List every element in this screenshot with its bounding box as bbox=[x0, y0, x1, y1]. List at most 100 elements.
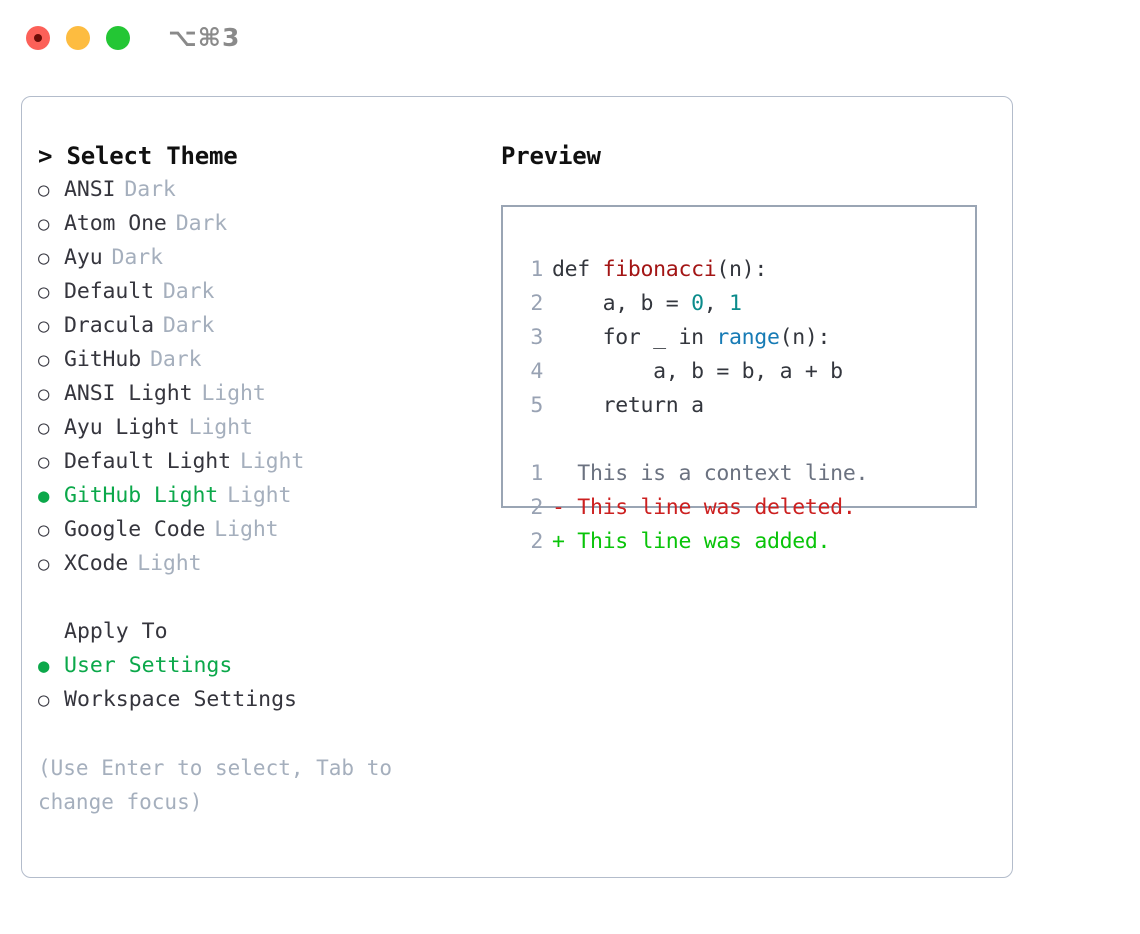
radio-selected-icon: ● bbox=[38, 655, 50, 677]
theme-item-kind: Dark bbox=[124, 177, 176, 202]
line-number: 1 bbox=[530, 257, 543, 282]
code-token-fn: fibonacci bbox=[602, 257, 717, 282]
radio-unselected-icon: ○ bbox=[38, 417, 50, 439]
diff-sample: 1 This is a context line.2- This line wa… bbox=[517, 457, 975, 559]
apply-to-label: Apply To bbox=[64, 619, 168, 644]
radio-unselected-icon: ○ bbox=[38, 349, 50, 371]
radio-unselected-icon: ○ bbox=[38, 519, 50, 541]
theme-item-kind: Light bbox=[137, 551, 202, 576]
theme-item-label: Dracula bbox=[64, 313, 154, 338]
diff-line-del: 2- This line was deleted. bbox=[517, 491, 975, 525]
theme-item-kind: Light bbox=[201, 381, 266, 406]
theme-item-kind: Light bbox=[214, 517, 279, 542]
code-token-num: 1 bbox=[729, 291, 742, 316]
theme-item-label: XCode bbox=[64, 551, 129, 576]
apply-to-option-label: Workspace Settings bbox=[64, 687, 297, 712]
diff-text: This is a context line. bbox=[577, 461, 869, 486]
theme-item-label: Google Code bbox=[64, 517, 206, 542]
theme-item-label: Ayu bbox=[64, 245, 103, 270]
line-number: 2 bbox=[530, 495, 543, 520]
theme-item-xcode[interactable]: ○ XCode Light bbox=[38, 547, 488, 581]
radio-unselected-icon: ○ bbox=[38, 689, 50, 711]
theme-item-kind: Dark bbox=[150, 347, 202, 372]
code-line: 2 a, b = 0, 1 bbox=[517, 287, 975, 321]
code-token-plain: for _ in bbox=[552, 325, 717, 350]
diff-marker bbox=[552, 457, 577, 491]
radio-unselected-icon: ○ bbox=[38, 281, 50, 303]
minimize-button[interactable] bbox=[66, 26, 90, 50]
theme-item-kind: Light bbox=[227, 483, 292, 508]
code-line: 1 def fibonacci(n): bbox=[517, 253, 975, 287]
radio-unselected-icon: ○ bbox=[38, 451, 50, 473]
theme-item-kind: Dark bbox=[111, 245, 163, 270]
line-number: 1 bbox=[530, 461, 543, 486]
code-line: 4 a, b = b, a + b bbox=[517, 355, 975, 389]
apply-to-option-user-settings[interactable]: ● User Settings bbox=[38, 649, 488, 683]
theme-item-google-code[interactable]: ○ Google Code Light bbox=[38, 513, 488, 547]
theme-item-github-light[interactable]: ● GitHub Light Light bbox=[38, 479, 488, 513]
code-token-plain: , bbox=[703, 291, 730, 316]
theme-item-github[interactable]: ○ GitHub Dark bbox=[38, 343, 488, 377]
theme-item-label: Ayu Light bbox=[64, 415, 180, 440]
theme-item-default[interactable]: ○ Default Dark bbox=[38, 275, 488, 309]
code-token-plain: (n): bbox=[716, 257, 767, 282]
line-number: 2 bbox=[530, 291, 543, 316]
select-theme-header: > Select Theme bbox=[38, 142, 238, 170]
line-number: 3 bbox=[530, 325, 543, 350]
theme-item-dracula[interactable]: ○ Dracula Dark bbox=[38, 309, 488, 343]
radio-selected-icon: ● bbox=[38, 485, 50, 507]
theme-item-kind: Dark bbox=[162, 313, 215, 338]
traffic-light-group bbox=[26, 26, 130, 50]
apply-to-option-workspace-settings[interactable]: ○ Workspace Settings bbox=[38, 683, 488, 717]
maximize-button[interactable] bbox=[106, 26, 130, 50]
theme-item-kind: Light bbox=[239, 449, 305, 474]
apply-to-section: Apply To ● User Settings ○ Workspace Settin… bbox=[38, 615, 488, 717]
window-title: ⌥⌘3 bbox=[168, 23, 241, 52]
apply-to-option-label: User Settings bbox=[64, 653, 233, 678]
theme-item-default-light[interactable]: ○ Default Light Light bbox=[38, 445, 488, 479]
theme-item-ansi-light[interactable]: ○ ANSI Light Light bbox=[38, 377, 488, 411]
code-token-plain: return a bbox=[552, 393, 704, 418]
code-line: 3 for _ in range(n): bbox=[517, 321, 975, 355]
theme-item-ayu[interactable]: ○ Ayu Dark bbox=[38, 241, 488, 275]
diff-text: This line was added. bbox=[577, 529, 831, 554]
theme-item-label: Default bbox=[64, 279, 154, 304]
radio-unselected-icon: ○ bbox=[38, 247, 50, 269]
theme-item-label: ANSI Light bbox=[64, 381, 193, 406]
line-number: 2 bbox=[530, 529, 543, 554]
diff-line-ctx: 1 This is a context line. bbox=[517, 457, 975, 491]
radio-unselected-icon: ○ bbox=[38, 213, 50, 235]
theme-item-label: GitHub bbox=[64, 347, 142, 372]
diff-line-add: 2 + This line was added. bbox=[517, 525, 975, 559]
diff-text: This line was deleted. bbox=[577, 495, 856, 520]
theme-item-kind: Dark bbox=[175, 211, 228, 236]
radio-unselected-icon: ○ bbox=[38, 383, 50, 405]
apply-to-options[interactable]: ● User Settings ○ Workspace Settings bbox=[38, 649, 488, 717]
code-token-plain: (n): bbox=[779, 325, 831, 350]
theme-item-label: GitHub Light bbox=[64, 483, 219, 508]
theme-item-kind: Dark bbox=[162, 279, 215, 304]
code-token-call: range bbox=[716, 325, 780, 350]
radio-unselected-icon: ○ bbox=[38, 315, 50, 337]
line-number: 4 bbox=[530, 359, 543, 384]
code-token-plain: def bbox=[552, 257, 603, 282]
radio-unselected-icon: ○ bbox=[38, 179, 50, 201]
diff-marker: + bbox=[552, 529, 578, 554]
theme-item-label: Default Light bbox=[64, 449, 231, 474]
radio-unselected-icon: ○ bbox=[38, 553, 50, 575]
line-number: 5 bbox=[530, 393, 543, 418]
keyboard-hint: (Use Enter to select, Tab to change focu… bbox=[38, 756, 405, 814]
title-bar: ⌥⌘3 bbox=[0, 0, 1140, 76]
code-line: 5 return a bbox=[517, 389, 975, 423]
close-button[interactable] bbox=[26, 26, 50, 50]
